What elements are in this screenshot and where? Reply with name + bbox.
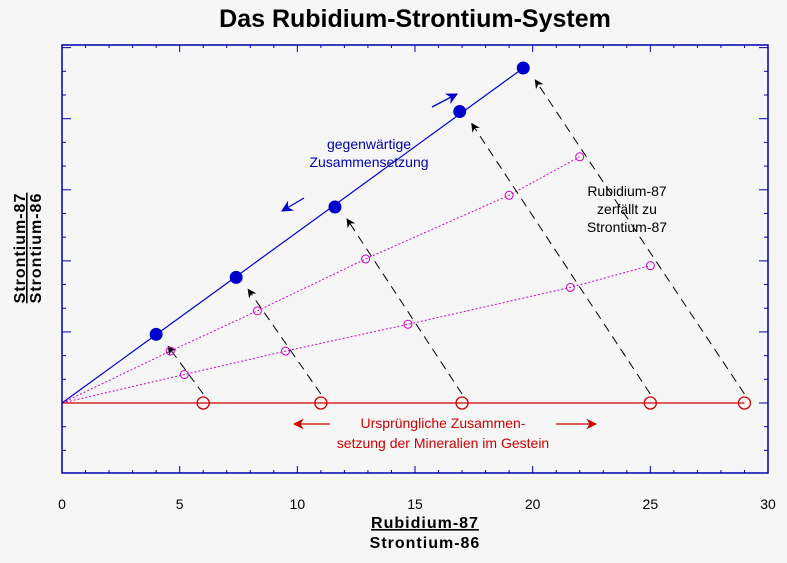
decay-arrow <box>167 345 204 395</box>
y-axis-label-denominator: Strontium-86 <box>28 193 45 304</box>
point-present <box>328 200 342 214</box>
decay-arrow <box>346 218 463 395</box>
series-intermediate-2-line <box>61 156 580 404</box>
x-tick-label: 10 <box>290 496 306 512</box>
present-arrow-down <box>280 197 305 212</box>
point-initial <box>643 396 657 410</box>
x-tick-label: 30 <box>760 496 776 512</box>
point-initial <box>455 396 469 410</box>
x-axis-label-numerator: Rubidium-87 <box>371 515 479 532</box>
point-present <box>516 61 530 75</box>
decay-arrow <box>471 122 651 395</box>
point-initial <box>314 396 328 410</box>
chart-title: Das Rubidium-Strontium-System <box>219 5 611 33</box>
point-intermediate-1 <box>645 261 655 271</box>
point-intermediate-2 <box>504 190 514 200</box>
annotation-decay-line1: Rubidium-87 <box>587 183 667 199</box>
annotation-initial-line1: Ursprüngliche Zusammen- <box>361 415 526 431</box>
point-intermediate-1 <box>179 370 189 380</box>
plot-border <box>61 44 769 474</box>
x-tick-label: 0 <box>58 496 66 512</box>
point-intermediate-1 <box>403 319 413 329</box>
x-tick-label: 15 <box>407 496 423 512</box>
plot-frame: 0 5 10 15 20 25 30 <box>58 44 776 512</box>
x-tick-label: 20 <box>525 496 541 512</box>
annotation-present-line1: gegenwärtige <box>327 136 411 152</box>
y-axis-label-numerator: Strontium-87 <box>12 193 29 304</box>
point-intermediate-2 <box>165 346 175 356</box>
point-intermediate-2 <box>252 306 262 316</box>
x-tick-label: 5 <box>176 496 184 512</box>
series-present-line <box>61 67 524 404</box>
point-initial <box>196 396 210 410</box>
x-axis-label: Rubidium-87 Strontium-86 <box>370 515 481 552</box>
y-axis-label: Strontium-87 Strontium-86 <box>12 193 45 304</box>
point-present <box>149 327 163 341</box>
decay-arrow <box>247 288 322 395</box>
annotation-present-line2: Zusammensetzung <box>309 154 428 170</box>
present-arrow-up <box>431 93 459 108</box>
point-present <box>229 270 243 284</box>
marker-layer <box>149 61 752 410</box>
x-axis-label-denominator: Strontium-86 <box>370 535 481 552</box>
point-intermediate-2 <box>361 254 371 264</box>
series-layer <box>61 67 745 430</box>
series-intermediate-1-line <box>61 265 651 404</box>
point-intermediate-1 <box>565 282 575 292</box>
annotation-decay-line2: zerfällt zu <box>597 201 657 217</box>
point-initial <box>737 396 752 410</box>
annotation-initial-line2: setzung der Mineralien im Gestein <box>337 435 549 451</box>
point-intermediate-1 <box>281 346 291 356</box>
decay-arrow <box>534 79 745 395</box>
annotation-decay-line3: Strontium-87 <box>587 219 667 235</box>
point-intermediate-2 <box>575 152 585 162</box>
x-tick-label: 25 <box>643 496 659 512</box>
point-present <box>453 105 467 119</box>
